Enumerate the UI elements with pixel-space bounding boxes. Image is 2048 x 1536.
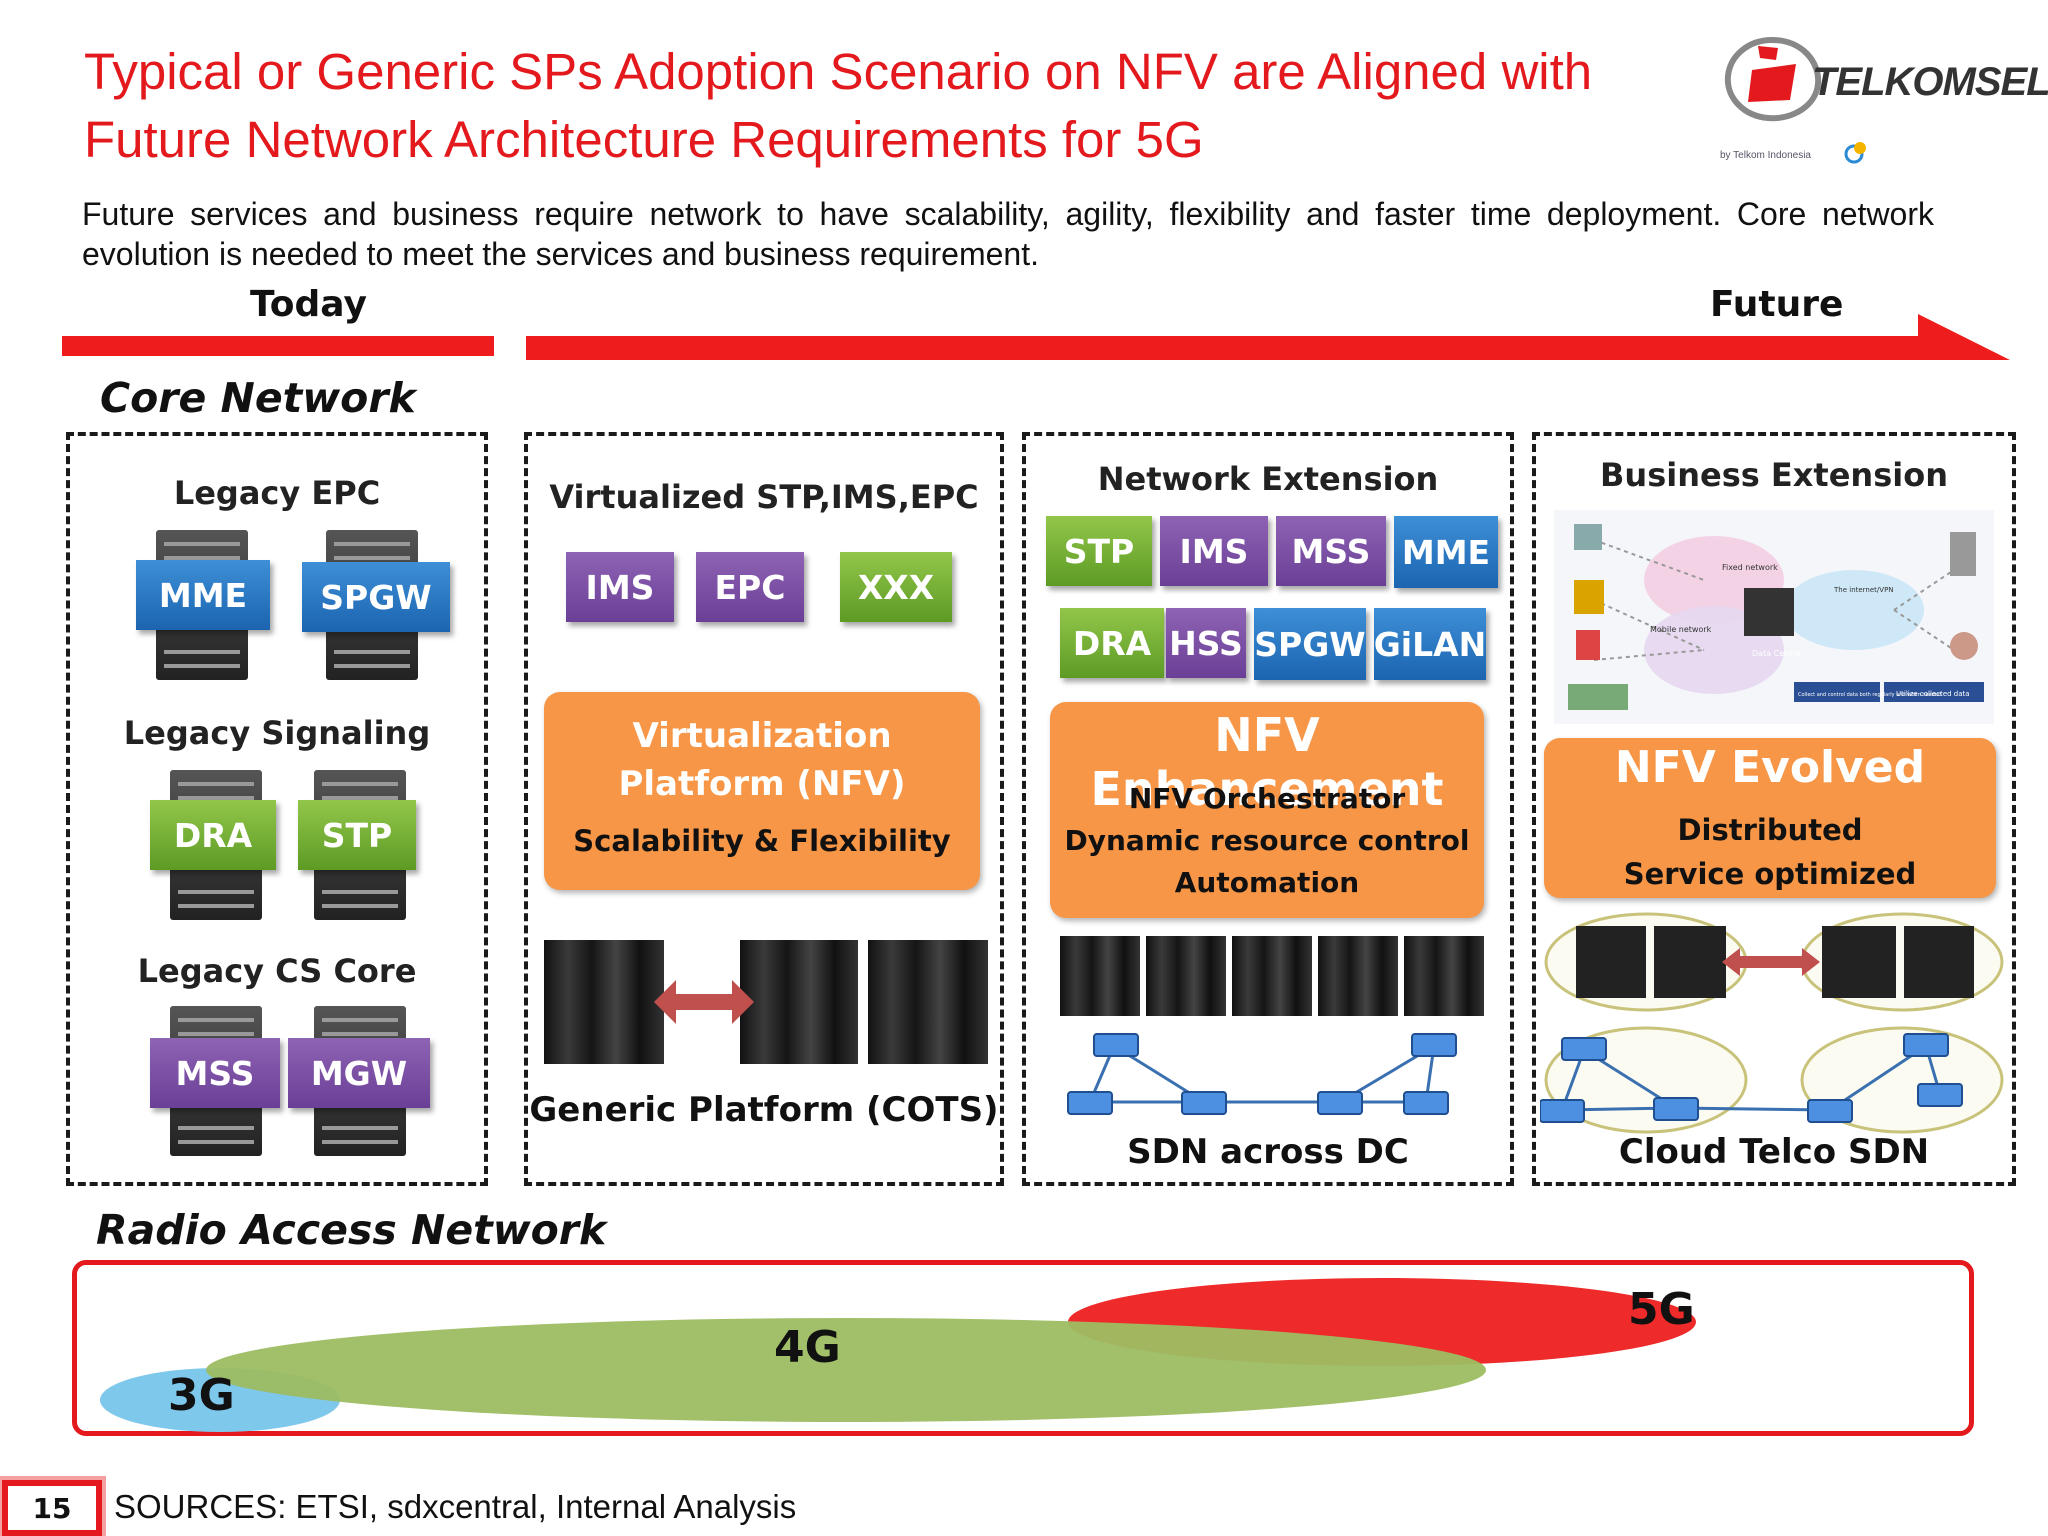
netext-gilan-chip: GiLAN — [1374, 608, 1486, 680]
dynamic-resource-line: Dynamic resource control — [1064, 824, 1470, 857]
server-rack-icon — [1318, 936, 1398, 1016]
business-diagram: Fixed network Mobile network The interne… — [1554, 510, 1994, 724]
internet-vpn-label: The internet/VPN — [1833, 586, 1894, 594]
legacy-signaling-title: Legacy Signaling — [123, 714, 431, 752]
legacy-mss-chip: MSS — [150, 1038, 280, 1108]
business-extension-panel — [1532, 432, 2016, 1186]
netext-hss-chip: HSS — [1166, 608, 1246, 678]
data-centre-label: Data Centre — [1752, 649, 1800, 658]
collect-control-label: Collect and control data both regularly … — [1798, 692, 1941, 698]
timeline-today-label: Today — [250, 284, 367, 325]
netext-ims-chip: IMS — [1160, 516, 1268, 586]
network-extension-title: Network Extension — [1097, 460, 1439, 498]
core-network-label: Core Network — [100, 374, 416, 422]
ran-4g-label: 4G — [774, 1322, 841, 1373]
page-number: 15 — [2, 1480, 102, 1536]
server-rack-icon — [544, 940, 664, 1064]
double-arrow-icon — [654, 980, 754, 1024]
server-rack-icon — [740, 940, 858, 1064]
utilize-data-label: Utilize collected data — [1896, 690, 1970, 698]
virtualization-platform-title: Virtualization Platform (NFV) — [618, 716, 906, 804]
sun-icon — [1844, 142, 1866, 164]
netext-spgw-chip: SPGW — [1254, 608, 1366, 680]
slide-title: Typical or Generic SPs Adoption Scenario… — [84, 38, 1704, 174]
legacy-dra-chip: DRA — [150, 800, 276, 870]
telkomsel-logo-icon — [1724, 36, 1822, 122]
logo-wordmark: TELKOMSEL — [1812, 60, 2048, 104]
generic-platform-caption: Generic Platform (COTS) — [529, 1090, 999, 1130]
timeline-today-bar — [62, 336, 494, 356]
title-line-2: Future Network Architecture Requirements… — [84, 111, 1204, 168]
intro-paragraph: Future services and business require net… — [82, 196, 1934, 272]
server-rack-icon — [1232, 936, 1312, 1016]
legacy-spgw-chip: SPGW — [302, 562, 450, 632]
sources-note: SOURCES: ETSI, sdxcentral, Internal Anal… — [114, 1488, 797, 1525]
distributed-line: Distributed — [1677, 813, 1863, 847]
server-rack-icon — [1404, 936, 1484, 1016]
ran-label: Radio Access Network — [96, 1206, 607, 1254]
automation-line: Automation — [1174, 866, 1360, 899]
server-rack-icon — [1060, 936, 1140, 1016]
virtualized-ims-chip: IMS — [566, 552, 674, 622]
ran-5g-label: 5G — [1628, 1284, 1695, 1335]
nfv-enhancement-lines: NFV Orchestrator Dynamic resource contro… — [1050, 778, 1484, 904]
cloud-telco-diagram — [1540, 912, 2004, 1134]
legacy-cs-core-title: Legacy CS Core — [137, 952, 417, 990]
ran-3g-label: 3G — [168, 1370, 235, 1421]
netext-dra-chip: DRA — [1060, 608, 1164, 678]
business-extension-title: Business Extension — [1600, 456, 1948, 494]
nfv-evolved-lines: Distributed Service optimized — [1544, 808, 1996, 896]
sdn-across-dc-caption: SDN across DC — [1127, 1132, 1409, 1172]
mobile-network-label: Mobile network — [1650, 625, 1712, 634]
title-line-1: Typical or Generic SPs Adoption Scenario… — [84, 43, 1593, 100]
netext-stp-chip: STP — [1046, 516, 1152, 586]
virtualized-xxx-chip: XXX — [840, 552, 952, 622]
virtualization-platform-sub: Scalability & Flexibility — [573, 824, 951, 858]
legacy-mgw-chip: MGW — [288, 1038, 430, 1108]
cloud-telco-sdn-caption: Cloud Telco SDN — [1618, 1132, 1930, 1172]
server-rack-icon — [1146, 936, 1226, 1016]
logo-subtext: by Telkom Indonesia — [1720, 150, 1811, 161]
nfv-enhancement-title: NFV Enhancement — [1090, 708, 1444, 816]
virtualized-epc-chip: EPC — [696, 552, 804, 622]
network-extension-panel — [1022, 432, 1514, 1186]
timeline-future-arrow — [526, 314, 2010, 360]
sdn-network-diagram — [1067, 1033, 1457, 1115]
legacy-panel — [66, 432, 488, 1186]
server-rack-icon — [868, 940, 988, 1064]
ran-generations-diagram — [100, 1278, 1696, 1432]
legacy-mme-chip: MME — [136, 560, 270, 630]
legacy-epc-title: Legacy EPC — [173, 474, 381, 512]
virtualized-panel — [524, 432, 1004, 1186]
fixed-network-label: Fixed network — [1722, 563, 1778, 572]
nfv-evolved-title: NFV Evolved — [1614, 742, 1926, 793]
nfv-enhancement-box: NFV Enhancement NFV Orchestrator Dynamic… — [1050, 702, 1484, 918]
netext-mss-chip: MSS — [1276, 516, 1386, 586]
virtualization-platform-box: Virtualization Platform (NFV) Scalabilit… — [544, 692, 980, 890]
legacy-stp-chip: STP — [298, 800, 416, 870]
virtualized-title: Virtualized STP,IMS,EPC — [549, 478, 979, 516]
timeline-future-label: Future — [1710, 284, 1844, 325]
netext-mme-chip: MME — [1394, 516, 1498, 588]
service-optimized-line: Service optimized — [1623, 857, 1917, 891]
ran-frame — [72, 1260, 1974, 1436]
nfv-orchestrator-line: NFV Orchestrator — [1128, 782, 1406, 815]
nfv-evolved-box: NFV Evolved Distributed Service optimize… — [1544, 738, 1996, 898]
